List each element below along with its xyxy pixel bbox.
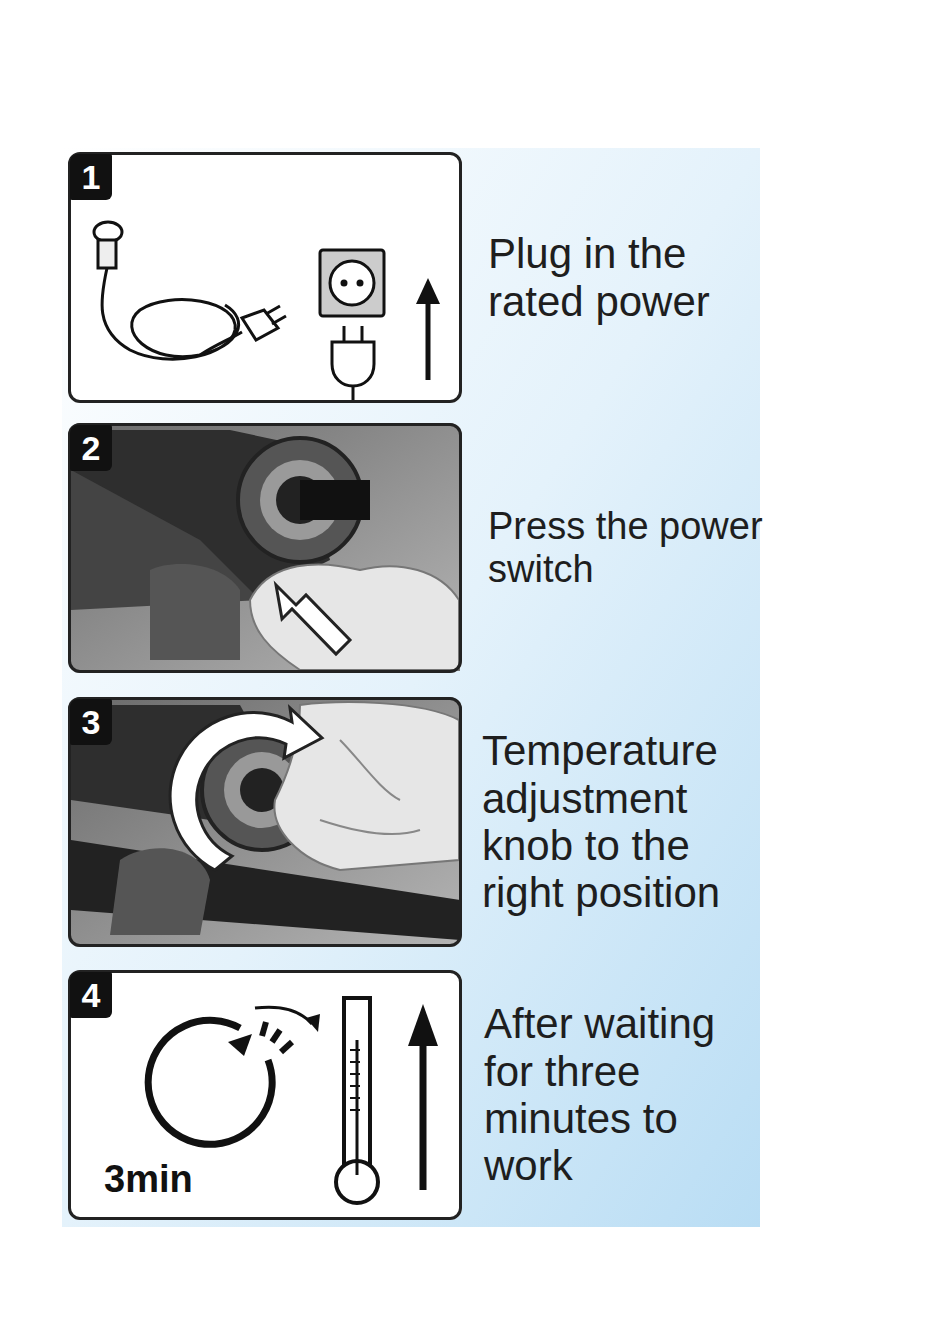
step-number: 3 <box>70 699 112 745</box>
instruction-area: Press the power switch <box>488 423 788 673</box>
step-number: 1 <box>70 154 112 200</box>
panel-frame: 2 <box>68 423 462 673</box>
panel-frame: 1 <box>68 152 462 403</box>
instruction-text: Temperature adjustment knob to the right… <box>482 727 772 917</box>
time-label: 3min <box>104 1158 193 1201</box>
step-panel: 2Press the power switch <box>68 423 908 673</box>
step-number: 2 <box>70 425 112 471</box>
step-panel: 1Plug in the rated power <box>68 152 908 403</box>
step-panel: 3Temperature adjustment knob to the righ… <box>68 697 908 947</box>
instruction-text: After waiting for three minutes to work <box>484 1000 774 1190</box>
instruction-text: Press the power switch <box>488 505 778 591</box>
panel-frame: 3 <box>68 697 462 947</box>
instruction-area: After waiting for three minutes to work <box>484 970 784 1220</box>
instruction-area: Temperature adjustment knob to the right… <box>482 697 782 947</box>
step-panel: 4After waiting for three minutes to work <box>68 970 908 1220</box>
instruction-area: Plug in the rated power <box>488 152 788 403</box>
step-number: 4 <box>70 972 112 1018</box>
instruction-text: Plug in the rated power <box>488 230 778 325</box>
